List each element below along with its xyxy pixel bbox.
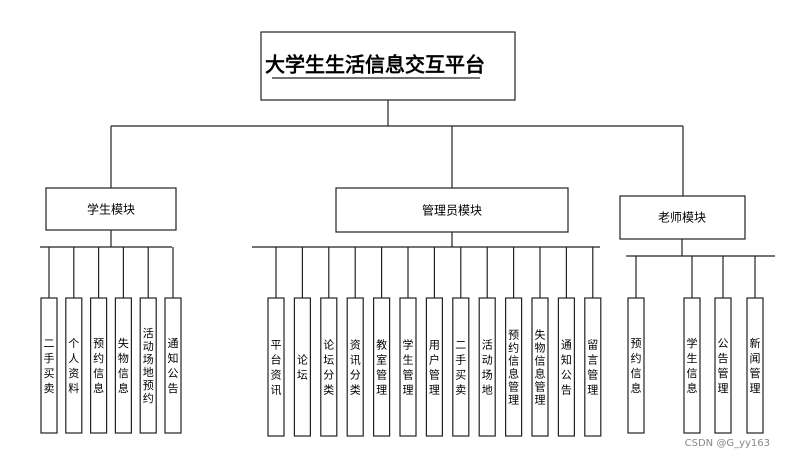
teacher-item: 预约信息 [627,297,645,434]
teacher-item: 学生信息 [683,297,701,434]
admin-item-label: 留言管理 [587,339,598,397]
admin-item: 资讯分类 [346,297,364,437]
student-item-label: 失物信息 [118,337,129,395]
teacher-module-label: 老师模块 [658,211,706,225]
admin-item: 通知公告 [557,297,576,437]
admin-item: 留言管理 [584,297,602,437]
student-module-items: 二手买卖 个人资料 预约信息 失物信息 活动场地预约 通知公告 [40,230,182,434]
admin-item-label: 预约信息管理 [508,329,519,407]
teacher-item-label: 公告管理 [718,337,729,395]
admin-item-label: 论坛 [297,353,308,382]
root-title: 大学生生活信息交互平台 [265,53,485,77]
student-module-label: 学生模块 [87,202,135,217]
student-item: 预约信息 [89,297,108,434]
admin-item: 用户管理 [425,297,443,437]
admin-item-label: 通知公告 [561,339,572,397]
admin-item-label: 活动场地 [482,339,493,397]
student-item-label: 活动场地预约 [143,327,154,405]
student-item: 二手买卖 [40,297,58,434]
admin-item: 活动场地 [478,297,496,437]
teacher-item-label: 学生信息 [687,336,698,395]
admin-item-label: 失物信息管理 [535,329,546,407]
admin-item: 学生管理 [399,297,417,437]
admin-item-label: 学生管理 [403,338,414,397]
student-item-label: 二手买卖 [44,337,55,395]
root-connectors [110,100,684,196]
admin-item-label: 论坛分类 [323,338,334,397]
student-item: 个人资料 [65,297,83,434]
admin-module-items: 平台资讯 论坛 论坛分类 资讯分类 教室管理 学生管理 用户管理 二手买卖 活动场地 预约信息管理… [252,232,602,437]
admin-item: 论坛 [293,297,311,437]
admin-item: 教室管理 [373,297,391,437]
teacher-item: 公告管理 [714,297,732,434]
admin-module: 管理员模块 [335,187,569,233]
admin-item-label: 用户管理 [429,339,440,397]
admin-item: 失物信息管理 [531,297,549,437]
admin-item-label: 二手买卖 [455,339,466,397]
watermark: CSDN @G_yy163 [685,438,770,449]
admin-item: 平台资讯 [267,297,285,437]
admin-module-label: 管理员模块 [422,203,482,218]
admin-item: 论坛分类 [320,297,338,437]
admin-item: 二手买卖 [452,297,470,437]
admin-item: 预约信息管理 [505,297,523,437]
student-item: 通知公告 [164,297,182,434]
teacher-item-label: 新闻管理 [750,336,761,395]
student-module: 学生模块 [45,187,177,231]
admin-item-label: 资讯分类 [350,339,361,397]
teacher-item-label: 预约信息 [631,337,642,395]
student-item-label: 个人资料 [68,337,79,395]
admin-item-label: 平台资讯 [271,339,282,397]
student-item-label: 通知公告 [168,337,179,395]
teacher-module: 老师模块 [619,195,746,240]
teacher-module-items: 预约信息 学生信息 公告管理 新闻管理 [626,239,775,434]
student-item: 失物信息 [114,297,133,434]
student-item: 活动场地预约 [139,297,157,434]
root-node: 大学生生活信息交互平台 [260,31,516,101]
teacher-item: 新闻管理 [746,297,764,434]
admin-item-label: 教室管理 [376,339,387,397]
student-item-label: 预约信息 [93,337,104,395]
